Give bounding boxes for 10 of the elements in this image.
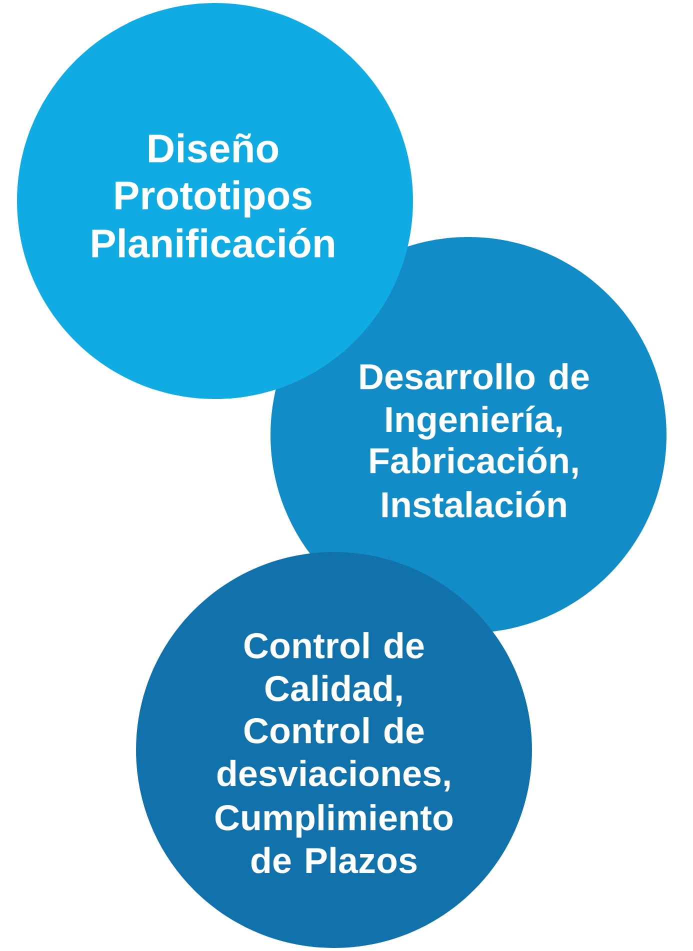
circle-text: Planificación	[92, 228, 334, 258]
circle-text: Desarrollo de Ingeniería,	[360, 363, 589, 440]
circle-text: Control de Calidad,	[244, 632, 424, 707]
circle	[136, 552, 532, 948]
circle-text: Instalación	[382, 490, 566, 518]
circle-text: Fabricación,	[370, 446, 578, 479]
circle-text: Cumplimiento de Plazos	[215, 804, 453, 874]
circle-text: Prototipos	[116, 180, 312, 218]
circle-text: Control de desviaciones,	[217, 717, 450, 792]
circle-text: Diseño	[149, 133, 278, 163]
